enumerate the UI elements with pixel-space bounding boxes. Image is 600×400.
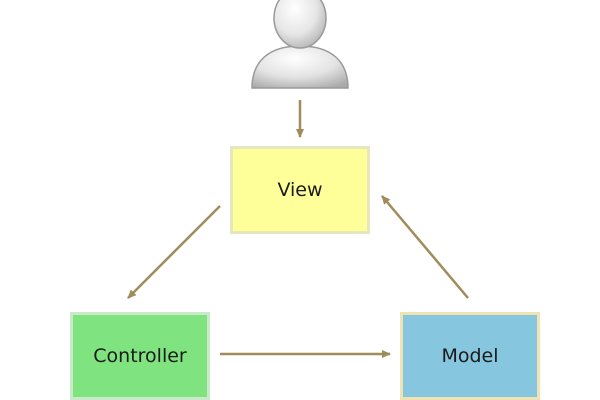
arrow-model-to-view <box>381 195 469 299</box>
view-box: View <box>230 146 370 234</box>
controller-box: Controller <box>70 312 210 400</box>
model-label: Model <box>441 345 499 367</box>
controller-label: Controller <box>93 345 187 367</box>
view-label: View <box>277 179 323 201</box>
model-box: Model <box>400 312 540 400</box>
arrow-view-to-controller <box>127 205 221 299</box>
user-silhouette-icon <box>251 0 349 89</box>
